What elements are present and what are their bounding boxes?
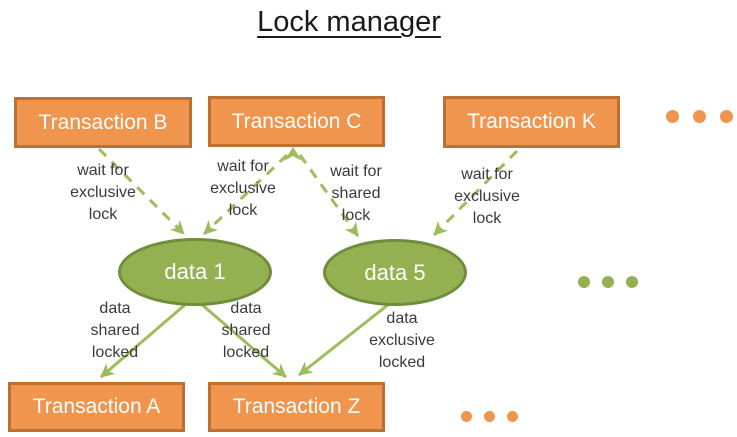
arrowhead-up-transaction-c-icon (284, 147, 302, 161)
node-transaction-z: Transaction Z (208, 382, 385, 432)
node-transaction-c: Transaction C (208, 96, 385, 147)
dot (602, 276, 614, 288)
edge-data1-to-a (100, 301, 188, 379)
node-transaction-b: Transaction B (14, 97, 192, 148)
edge-label-locked-data1-z: data shared locked (221, 300, 271, 361)
dot (507, 411, 518, 422)
edge-label-wait-b-data1: wait for exclusive lock (70, 162, 136, 223)
edge-data1-to-z (199, 301, 287, 379)
more-data-items-dots-icon (578, 276, 638, 288)
edge-label-wait-c-data1: wait for exclusive lock (210, 158, 276, 219)
edge-k-to-data5 (432, 149, 519, 237)
more-transactions-top-dots-icon (666, 110, 733, 123)
dot (666, 110, 679, 123)
page-title: Lock manager (257, 6, 441, 38)
node-data-5: data 5 (323, 239, 467, 306)
edge-label-wait-k-data5: wait for exclusive lock (454, 166, 520, 227)
node-data-1: data 1 (118, 238, 272, 306)
edge-c-to-data1 (202, 153, 289, 236)
edge-label-wait-c-data5: wait for shared lock (330, 163, 382, 224)
more-transactions-bottom-dots-icon (461, 411, 518, 422)
node-transaction-a: Transaction A (8, 382, 185, 432)
dot (461, 411, 472, 422)
dot (578, 276, 590, 288)
dot (484, 411, 495, 422)
edge-b-to-data1 (97, 147, 186, 236)
dot (626, 276, 638, 288)
edge-data5-to-z (298, 302, 390, 377)
dot (720, 110, 733, 123)
dot (693, 110, 706, 123)
edge-label-locked-data1-a: data shared locked (90, 300, 140, 361)
edge-label-locked-data5-z: data exclusive locked (369, 310, 435, 371)
node-transaction-k: Transaction K (443, 96, 620, 148)
